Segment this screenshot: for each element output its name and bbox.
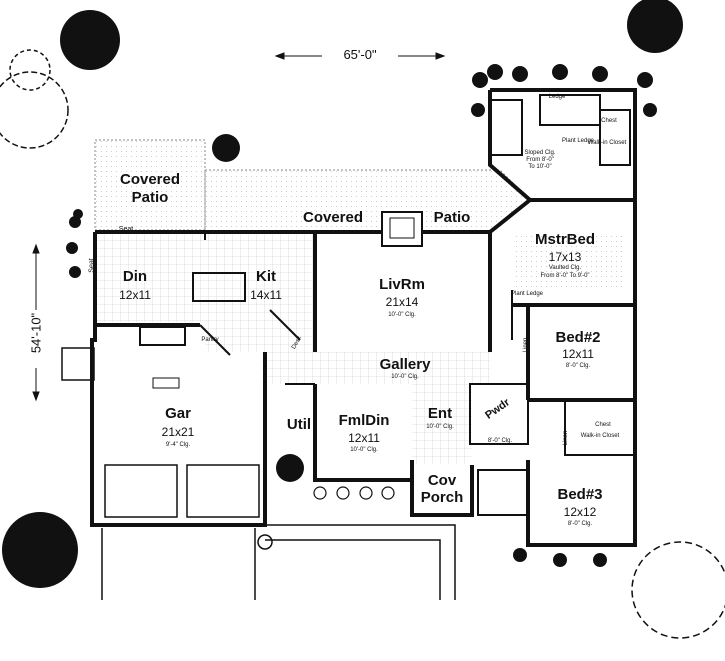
mstrbed-size: 17x13 <box>548 250 582 264</box>
din-name: Din <box>122 268 148 285</box>
gallery-name: Gallery <box>379 356 431 373</box>
livrm-size: 21x14 <box>385 295 419 309</box>
depth-dimension-line <box>32 243 40 402</box>
dining-floor <box>95 232 205 322</box>
chest-top-label: Chest <box>601 118 617 124</box>
depth-dimension: 54'-10" <box>28 312 44 354</box>
covered-patio-left-label-1: Covered <box>119 171 181 188</box>
livrm-name: LivRm <box>379 276 425 293</box>
ent-note: 10'-0" Clg. <box>426 424 454 430</box>
covered-patio-left-area <box>94 139 206 231</box>
garage-doors <box>101 464 260 600</box>
walkin-closet-bottom-label: Walk-in Closet <box>580 433 620 439</box>
plant-ledge-mid-label: Plant Ledge <box>510 291 544 297</box>
gallery-note: 10'-0" Clg. <box>391 374 419 380</box>
garage-hatch <box>152 377 180 389</box>
bed2-note: 8'-0" Clg. <box>565 363 591 369</box>
cov-porch-name-2: Porch <box>420 489 464 506</box>
seat-side-label: Seat <box>88 258 96 273</box>
entry-floor <box>412 384 472 464</box>
kitchen-floor <box>205 232 315 352</box>
interior-walls <box>139 94 636 516</box>
porch-shrubs <box>313 486 395 500</box>
bed3-size: 12x12 <box>563 505 597 519</box>
bed3-note: 8'-0" Clg. <box>567 521 593 527</box>
master-floor <box>512 235 622 290</box>
sloped-clg-label-3: To 10'-0" <box>528 164 552 170</box>
mstrbed-note-1: Vaulted Clg. <box>548 265 582 271</box>
sloped-clg-label-2: From 8'-0" <box>526 157 554 163</box>
bed2-size: 12x11 <box>562 347 594 361</box>
kit-size: 14x11 <box>250 288 282 302</box>
hedge-right <box>471 64 657 567</box>
bath-clg-label: 8'-0" Clg. <box>487 438 513 444</box>
chest-bottom-label: Chest <box>595 422 611 428</box>
pantry-label: Pantry <box>201 337 219 343</box>
fmldin-name: FmlDin <box>338 412 390 429</box>
covered-patio-left-label-2: Patio <box>131 189 169 206</box>
gar-name: Gar <box>165 405 191 422</box>
cov-porch-name-1: Cov <box>427 472 457 489</box>
wall-stub-left <box>61 347 95 381</box>
fireplace <box>381 211 423 247</box>
bed3-name: Bed#3 <box>557 486 603 503</box>
hedge-left <box>66 209 83 278</box>
walls <box>90 88 637 547</box>
covered-patio-top-area <box>204 169 531 233</box>
seat-top-label: Seat <box>118 226 134 233</box>
gar-size: 21x21 <box>161 425 195 439</box>
ledge-label: Ledge <box>548 94 566 100</box>
linen-label-1: Linen <box>523 337 529 353</box>
gar-note: 9'-4" Clg. <box>165 442 191 448</box>
walkway <box>265 524 456 600</box>
gallery-floor <box>262 352 490 384</box>
covered-patio-top-label-2: Patio <box>433 209 471 226</box>
ent-name: Ent <box>427 405 453 422</box>
sketch-trees <box>0 49 725 639</box>
fmldin-size: 12x11 <box>348 431 380 445</box>
livrm-note: 10'-0" Clg. <box>388 312 416 318</box>
mstrbed-name: MstrBed <box>534 231 596 248</box>
width-dimension-line <box>274 52 446 60</box>
util-name: Util <box>286 416 312 433</box>
plant-ledge-top-label: Plant Ledge <box>561 138 595 144</box>
sloped-clg-label-1: Sloped Clg. <box>524 150 556 156</box>
din-size: 12x11 <box>119 288 151 302</box>
linen-label-2: Linen <box>563 430 569 446</box>
mstrbed-note-2: From 8'-0" To 9'-0" <box>540 273 590 279</box>
fmldin-note: 10'-0" Clg. <box>350 447 378 453</box>
covered-patio-top-label-1: Covered <box>302 209 364 226</box>
bed2-name: Bed#2 <box>555 329 601 346</box>
walkin-closet-top-label: Walk-in Closet <box>587 140 627 146</box>
kit-name: Kit <box>256 268 276 285</box>
landscaping <box>2 0 683 588</box>
width-dimension: 65'-0" <box>343 47 377 62</box>
